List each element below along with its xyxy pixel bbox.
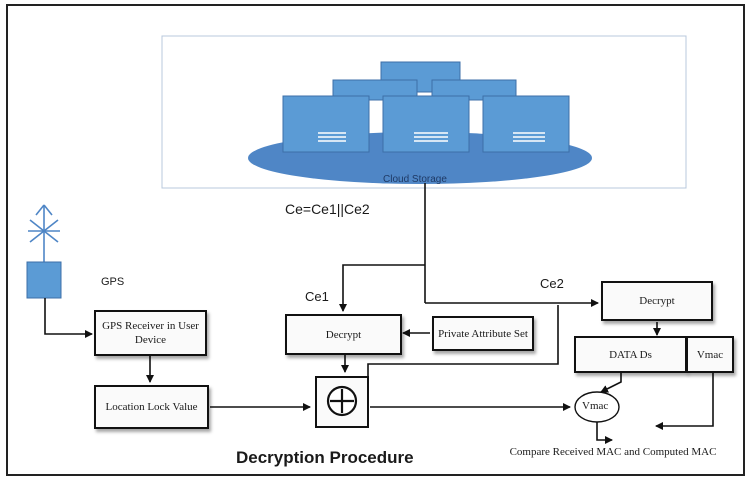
location-lock-box: Location Lock Value <box>94 385 209 429</box>
server-front-right <box>482 95 570 153</box>
vmac-circle-label: Vmac <box>582 400 609 412</box>
server-lines <box>318 132 545 142</box>
diagram-frame <box>6 4 745 476</box>
arrow-vmac-to-compare <box>655 373 714 430</box>
gps-device <box>26 261 62 299</box>
decrypt-left-box: Decrypt <box>285 314 402 355</box>
vmac-box: Vmac <box>686 336 734 373</box>
vmac-circle <box>574 391 620 423</box>
ce-combined-label: Ce=Ce1||Ce2 <box>285 201 370 217</box>
compare-mac-text: Compare Received MAC and Computed MAC <box>509 446 717 458</box>
arrow-data-to-vmac <box>600 372 622 393</box>
server-back-right <box>431 79 517 101</box>
data-ds-box: DATA Ds <box>574 336 687 373</box>
arrow-to-decrypt-left <box>339 264 425 312</box>
xor-icon <box>326 385 358 417</box>
antenna-icon <box>28 204 60 262</box>
ce1-label: Ce1 <box>305 289 329 304</box>
arrow-vmac-circle-to-compare <box>596 422 613 444</box>
server-front-left <box>282 95 370 153</box>
server-front-center <box>382 95 470 153</box>
server-back-left <box>332 79 418 101</box>
arrow-gps-to-receiver <box>44 298 93 338</box>
decrypt-right-box: Decrypt <box>601 281 713 321</box>
line-xor-to-decrypt-right <box>367 305 559 377</box>
diagram-title: Decryption Procedure <box>236 448 414 467</box>
cloud-storage-label: Cloud Storage <box>383 174 447 185</box>
gps-receiver-box: GPS Receiver in User Device <box>94 310 207 356</box>
gps-label: GPS <box>101 276 125 288</box>
ce2-label: Ce2 <box>540 276 564 291</box>
private-attribute-box: Private Attribute Set <box>432 316 534 351</box>
